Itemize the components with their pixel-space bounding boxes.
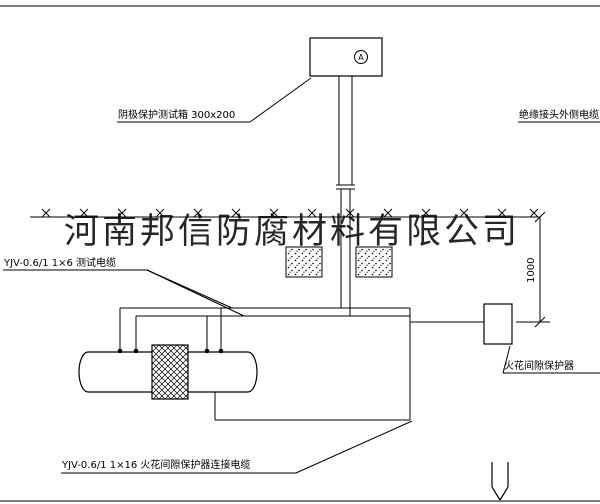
concrete-block-left: [285, 246, 323, 278]
label-test-box: 阴极保护测试箱 300x200: [117, 77, 312, 123]
test-box-outline: [309, 37, 383, 77]
label-test-box-text: 阴极保护测试箱 300x200: [118, 108, 235, 121]
concrete-block-right: [355, 246, 393, 278]
cable-runs: [119, 307, 484, 421]
pipeline: [78, 344, 258, 400]
conduit-riser: [336, 76, 355, 316]
cable-weld-points: [117, 348, 224, 354]
label-test-cable-text: YJV-0.6/1 1×6 测试电缆: [3, 256, 116, 269]
label-connection-cable-text: YJV-0.6/1 1×16 火花间隙保护器连接电缆: [61, 458, 250, 471]
label-connection-cable: YJV-0.6/1 1×16 火花间隙保护器连接电缆: [61, 420, 413, 474]
ammeter-symbol: A: [354, 50, 368, 64]
watermark-text: 河南邦信防腐材料有限公司: [64, 212, 520, 252]
ground-electrode-symbol: [491, 462, 509, 501]
label-test-cable: YJV-0.6/1 1×6 测试电缆: [3, 256, 245, 317]
label-insulated-joint-cable: 绝缘接头外侧电缆: [518, 108, 600, 123]
label-test-cable-leader-2: [146, 269, 245, 317]
label-connection-cable-leader: [295, 420, 413, 474]
ammeter-circle: [354, 50, 368, 64]
label-spark-gap-protector-text: 火花间隙保护器: [504, 359, 574, 372]
spark-gap-protector: [483, 303, 513, 345]
test-box: A: [309, 37, 383, 77]
label-spark-gap-protector: 火花间隙保护器: [502, 345, 600, 374]
insulating-joint: [151, 344, 189, 400]
pipe-end-right: [247, 351, 258, 393]
ammeter-letter: A: [358, 53, 364, 62]
pipe-end-left: [78, 351, 89, 393]
ground-line: [30, 208, 540, 218]
label-test-box-leader: [249, 77, 312, 123]
dimension-text: 1000: [526, 258, 537, 283]
dimension-1000: 1000: [516, 211, 550, 328]
label-spark-gap-protector-leader: [502, 345, 511, 374]
label-insulated-joint-cable-text: 绝缘接头外侧电缆: [519, 108, 599, 121]
